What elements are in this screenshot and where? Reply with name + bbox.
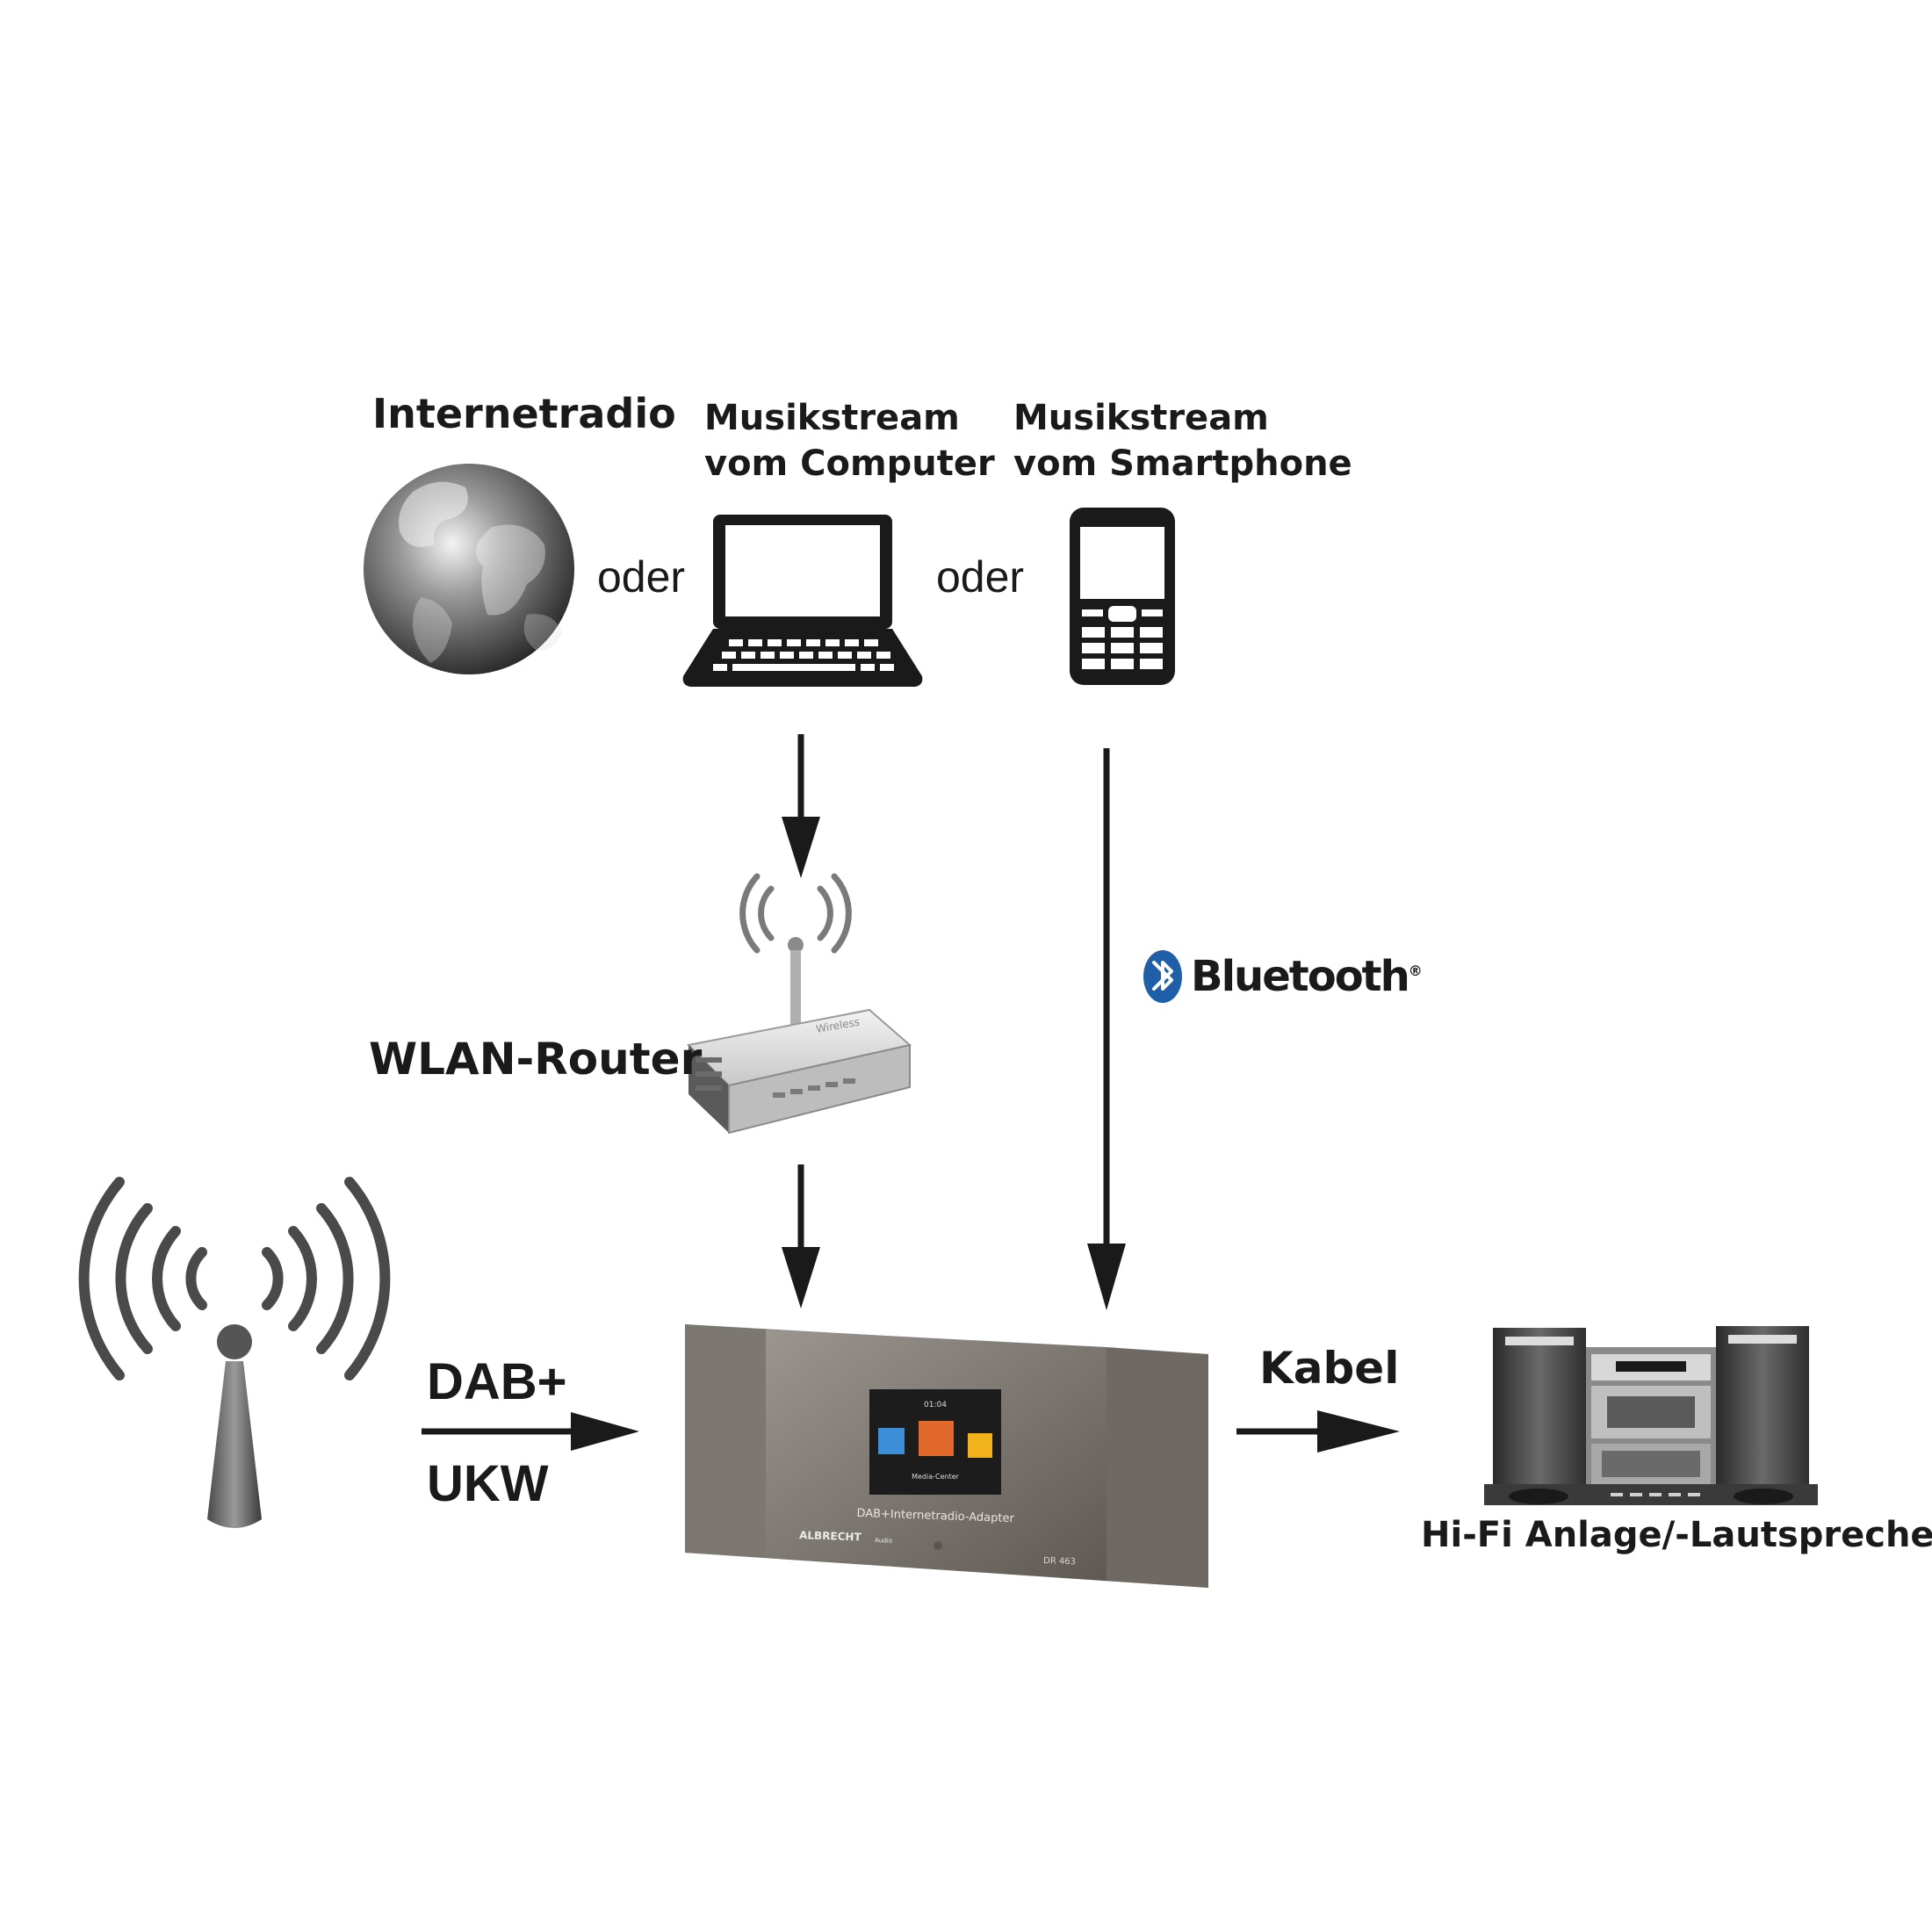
- arrow-device-to-hifi: [1236, 1410, 1400, 1453]
- label-bluetooth-registered: ®: [1408, 962, 1423, 979]
- label-hifi: Hi-Fi Anlage/-Lautsprecher: [1421, 1515, 1932, 1555]
- label-dab: DAB+: [427, 1353, 567, 1410]
- label-computer-line2: vom Computer: [704, 443, 995, 484]
- label-bluetooth: Bluetooth®: [1191, 952, 1423, 1001]
- screen-time: 01:04: [924, 1401, 947, 1409]
- label-kabel: Kabel: [1259, 1343, 1400, 1394]
- device-model-text: DAB+Internetradio-Adapter: [856, 1507, 1015, 1525]
- label-wlan-router: WLAN-Router: [369, 1034, 703, 1085]
- dab-internetradio-adapter: 01:04 Media-Center DAB+Internetradio-Ada…: [685, 1324, 1208, 1588]
- device-knob[interactable]: [934, 1541, 942, 1550]
- tile-orange-media-center: [919, 1421, 954, 1456]
- hifi-icon: [1484, 1326, 1818, 1505]
- tile-blue: [878, 1428, 905, 1454]
- bluetooth-icon: [1143, 950, 1182, 1003]
- label-oder-1: oder: [597, 552, 686, 602]
- label-smartphone-line1: Musikstream: [1013, 398, 1269, 438]
- device-brand: ALBRECHT: [799, 1529, 862, 1543]
- label-internetradio: Internetradio: [372, 390, 676, 437]
- phone-icon: [1070, 508, 1175, 685]
- label-oder-2: oder: [936, 552, 1025, 602]
- tile-fm: [968, 1433, 992, 1458]
- globe-icon: [364, 464, 574, 674]
- device-model-code: DR 463: [1043, 1556, 1076, 1567]
- device-screen: 01:04 Media-Center: [869, 1389, 1001, 1495]
- device-brand-suffix: Audio: [875, 1537, 892, 1545]
- router-icon: Wireless: [686, 873, 912, 1135]
- label-computer-line1: Musikstream: [704, 398, 960, 438]
- arrow-antenna-to-device: [422, 1412, 639, 1451]
- antenna-icon: [78, 1177, 391, 1528]
- screen-menu-label: Media-Center: [912, 1473, 960, 1481]
- laptop-icon: [682, 515, 923, 687]
- label-smartphone-line2: vom Smartphone: [1013, 443, 1352, 484]
- arrow-smartphone-to-device: [1087, 748, 1126, 1310]
- label-ukw: UKW: [427, 1455, 549, 1512]
- arrow-computer-to-router: [782, 734, 820, 878]
- arrow-router-to-device: [782, 1164, 820, 1308]
- label-bluetooth-text: Bluetooth: [1191, 952, 1410, 1001]
